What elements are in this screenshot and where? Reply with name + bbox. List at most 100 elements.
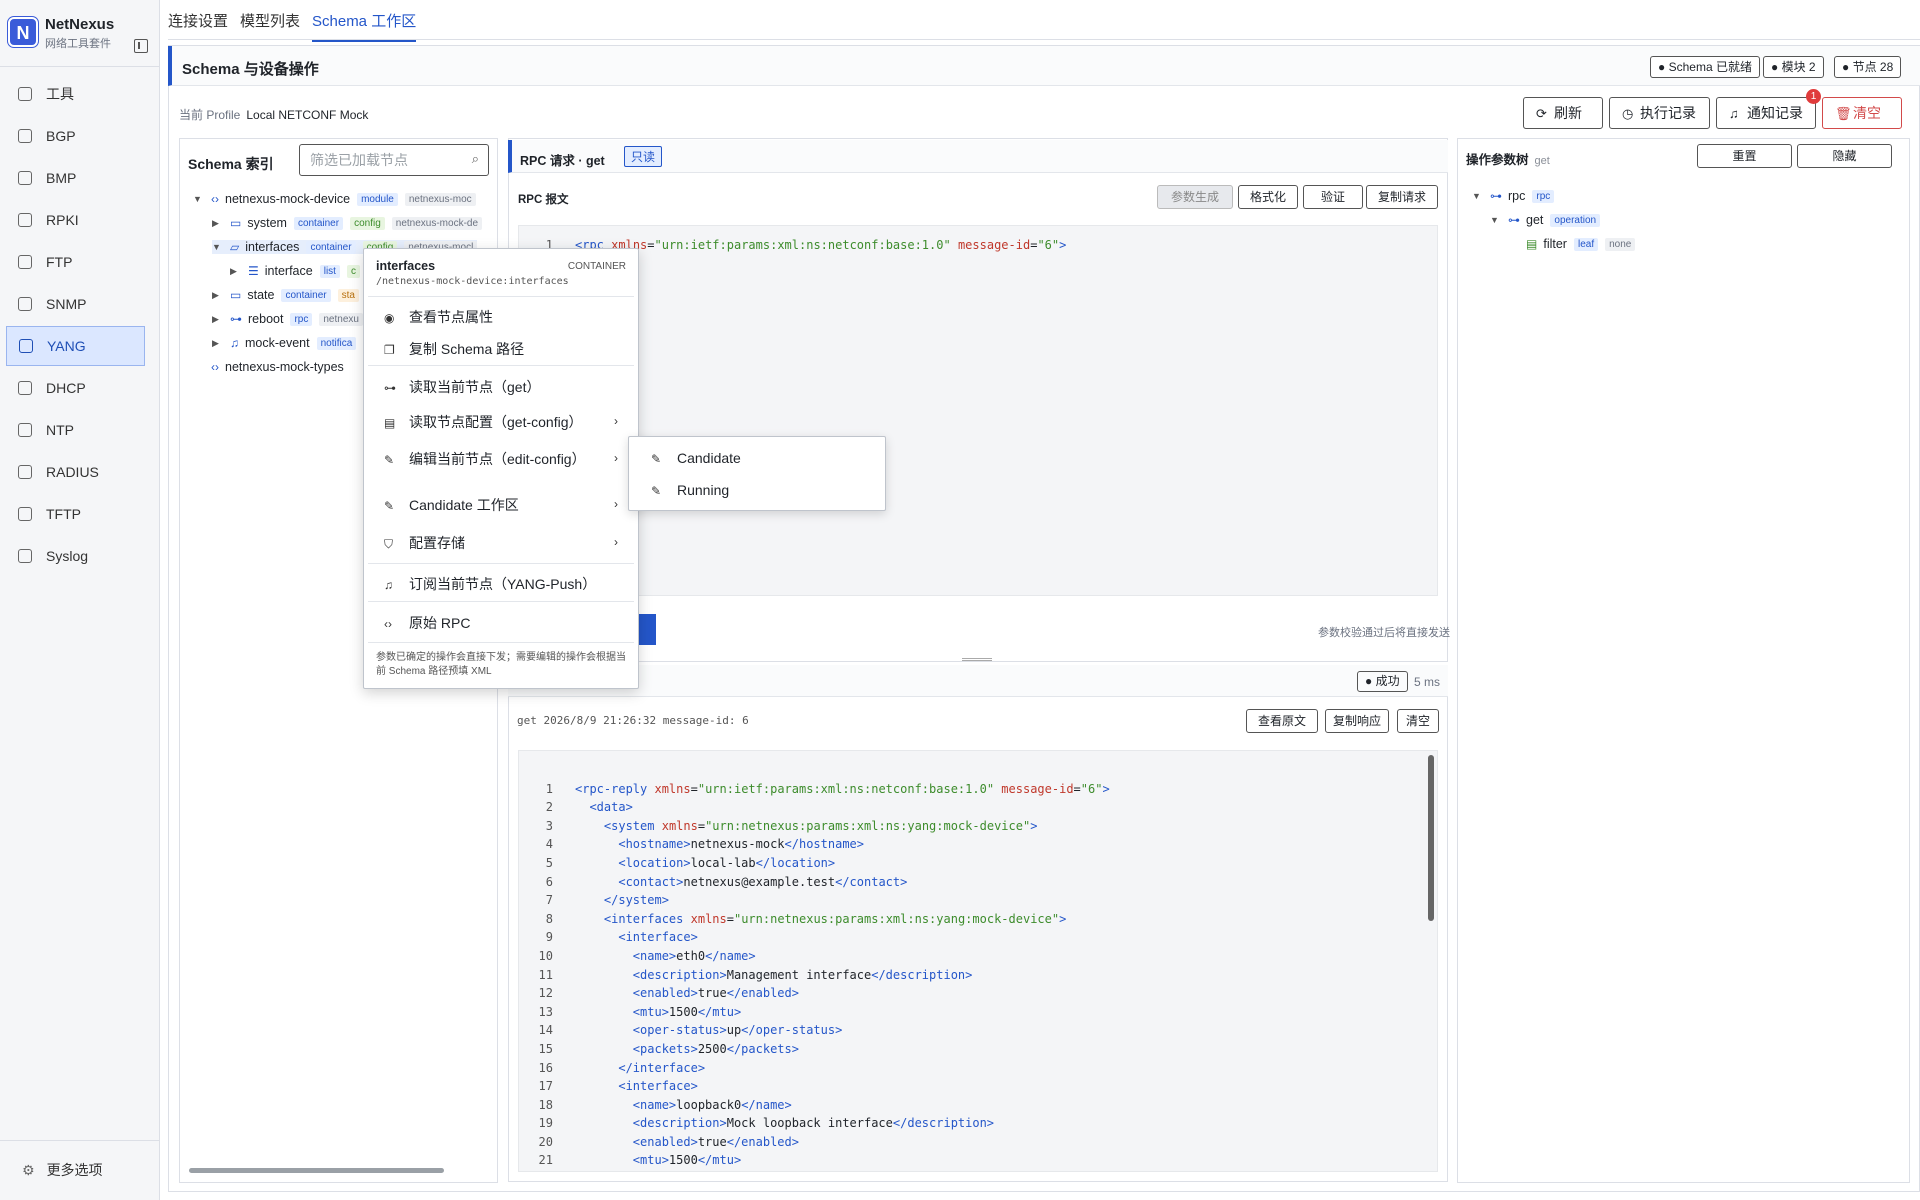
response-viewer[interactable]: 1<rpc-reply xmlns="urn:ietf:params:xml:n… bbox=[518, 750, 1438, 1172]
copy-request-button[interactable]: 复制请求 bbox=[1366, 185, 1438, 209]
sidebar-item-dhcp[interactable]: DHCP bbox=[6, 368, 145, 408]
edit-config-submenu: ✎Candidate ✎Running bbox=[628, 436, 886, 511]
rpc-message-label: RPC 报文 bbox=[518, 194, 569, 206]
vertical-scrollbar[interactable] bbox=[1428, 755, 1434, 921]
sidebar-item-工具[interactable]: 工具 bbox=[6, 74, 145, 114]
brand: N NetNexus 网络工具套件 bbox=[8, 15, 153, 53]
reset-button[interactable]: 重置 bbox=[1697, 144, 1792, 168]
sidebar-item-rpki[interactable]: RPKI bbox=[6, 200, 145, 240]
folder-icon bbox=[18, 255, 32, 269]
sidebar-item-bmp[interactable]: BMP bbox=[6, 158, 145, 198]
status-badge-modules: ● 模块 2 bbox=[1763, 56, 1824, 78]
hide-button[interactable]: 隐藏 bbox=[1797, 144, 1892, 168]
grid-icon bbox=[18, 87, 32, 101]
sidebar-item-ftp[interactable]: FTP bbox=[6, 242, 145, 282]
status-badge-success: ● 成功 bbox=[1357, 671, 1408, 692]
sidebar-item-snmp[interactable]: SNMP bbox=[6, 284, 145, 324]
caret-down-icon[interactable]: ▼ bbox=[1490, 215, 1499, 225]
caret-right-icon[interactable]: ▶ bbox=[212, 217, 219, 228]
tree-node-label: reboot bbox=[248, 312, 284, 326]
history-button[interactable]: ◷执行记录 bbox=[1609, 97, 1710, 129]
view-raw-button[interactable]: 查看原文 bbox=[1246, 709, 1318, 733]
file-icon bbox=[19, 339, 33, 353]
menu-item-get[interactable]: ⊶读取当前节点（get） bbox=[384, 379, 541, 395]
node-tag: leaf bbox=[1573, 237, 1599, 251]
network-icon: ⊶ bbox=[1508, 213, 1520, 227]
menu-item-yang-push[interactable]: ♫订阅当前节点（YANG-Push） bbox=[384, 576, 597, 592]
node-tag: c bbox=[346, 264, 360, 278]
tab-connection[interactable]: 连接设置 bbox=[168, 13, 229, 30]
sidebar-item-ntp[interactable]: NTP bbox=[6, 410, 145, 450]
copy-response-button[interactable]: 复制响应 bbox=[1325, 709, 1389, 733]
edit-icon: ✎ bbox=[384, 499, 395, 513]
menu-item-get-config[interactable]: ▤读取节点配置（get-config） bbox=[384, 414, 583, 430]
tree-node-label: netnexus-mock-device bbox=[225, 192, 351, 206]
format-button[interactable]: 格式化 bbox=[1238, 185, 1298, 209]
rpc-request-header: RPC 请求 · get 只读 bbox=[508, 140, 1448, 173]
resize-handle[interactable] bbox=[962, 658, 992, 661]
tree-node[interactable]: ‹›netnexus-mock-types bbox=[193, 360, 344, 374]
caret-right-icon[interactable]: ▶ bbox=[212, 337, 219, 348]
menu-item-copy-schema-path[interactable]: ❐复制 Schema 路径 bbox=[384, 341, 525, 357]
caret-down-icon[interactable]: ▼ bbox=[1472, 191, 1481, 201]
menu-item-view-properties[interactable]: ◉查看节点属性 bbox=[384, 309, 493, 325]
code-icon bbox=[18, 297, 32, 311]
folder-icon: ▭ bbox=[230, 216, 242, 230]
caret-right-icon[interactable]: ▶ bbox=[212, 313, 219, 324]
submenu-item-candidate[interactable]: ✎Candidate bbox=[651, 450, 741, 466]
chevron-right-icon: › bbox=[614, 414, 618, 428]
clear-button[interactable]: 🗑清空 bbox=[1822, 97, 1902, 129]
chevron-right-icon: › bbox=[614, 535, 618, 549]
param-generate-button[interactable]: 参数生成 bbox=[1157, 185, 1233, 209]
menu-item-candidate-workspace[interactable]: ✎Candidate 工作区 bbox=[384, 497, 519, 513]
tree-node-label: system bbox=[247, 216, 287, 230]
horizontal-scrollbar[interactable] bbox=[189, 1168, 444, 1173]
shield-icon: ⛉ bbox=[384, 537, 394, 551]
gear-icon: ⚙ bbox=[22, 1162, 35, 1178]
tree-node-label: state bbox=[247, 288, 275, 302]
node-tag: list bbox=[319, 264, 340, 278]
sidebar-item-tftp[interactable]: TFTP bbox=[6, 494, 145, 534]
caret-right-icon[interactable]: ▶ bbox=[230, 265, 237, 276]
submenu-item-running[interactable]: ✎Running bbox=[651, 482, 730, 498]
sidebar-item-label: FTP bbox=[46, 254, 73, 270]
sidebar-item-label: Syslog bbox=[46, 548, 89, 564]
caret-right-icon[interactable]: ▶ bbox=[212, 289, 219, 300]
validate-button[interactable]: 验证 bbox=[1303, 185, 1363, 209]
divider bbox=[368, 601, 634, 602]
clear-response-button[interactable]: 清空 bbox=[1397, 709, 1439, 733]
caret-down-icon[interactable]: ▼ bbox=[193, 194, 202, 204]
sidebar-item-yang[interactable]: YANG bbox=[6, 326, 145, 366]
sidebar-collapse-icon[interactable] bbox=[134, 39, 148, 53]
ops-tree-label: get bbox=[1526, 213, 1544, 227]
schema-filter-input[interactable]: 筛选已加载节点⌕ bbox=[299, 144, 489, 176]
tab-schema-workspace[interactable]: Schema 工作区 bbox=[312, 10, 417, 42]
sidebar-item-syslog[interactable]: Syslog bbox=[6, 536, 145, 576]
caret-down-icon[interactable]: ▼ bbox=[212, 242, 221, 252]
menu-item-raw-rpc[interactable]: ‹›原始 RPC bbox=[384, 615, 471, 631]
sidebar-item-radius[interactable]: RADIUS bbox=[6, 452, 145, 492]
tab-models[interactable]: 模型列表 bbox=[240, 13, 301, 30]
sidebar-item-label: YANG bbox=[47, 338, 86, 354]
rpc-editor[interactable]: 1<rpc xmlns="urn:ietf:params:xml:ns:netc… bbox=[518, 225, 1438, 596]
menu-item-config-storage[interactable]: ⛉配置存储 bbox=[384, 535, 465, 551]
sidebar-item-bgp[interactable]: BGP bbox=[6, 116, 145, 156]
refresh-button[interactable]: ⟳刷新 bbox=[1523, 97, 1603, 129]
more-options-button[interactable]: ⚙更多选项 bbox=[22, 1160, 103, 1180]
node-tag: config bbox=[350, 216, 385, 230]
menu-item-edit-config[interactable]: ✎编辑当前节点（edit-config） bbox=[384, 451, 586, 467]
node-tag: container bbox=[293, 216, 344, 230]
schema-index-title: Schema 索引 bbox=[188, 156, 274, 172]
tree-node-label: netnexus-mock-types bbox=[225, 360, 344, 374]
folder-open-icon: ▱ bbox=[230, 240, 240, 254]
